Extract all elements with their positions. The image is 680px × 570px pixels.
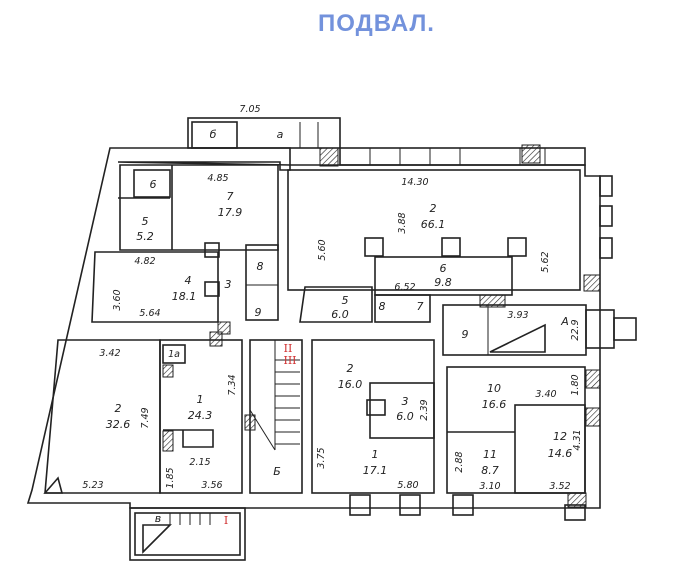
- room-7-mid: 7: [417, 300, 424, 313]
- room-3-bottom-mid-area: 6.0: [396, 410, 414, 423]
- dim-3-56: 3.56: [201, 480, 222, 491]
- room-1-bottom-mid: 1: [372, 448, 379, 461]
- room-2-bottom-mid: 2: [347, 362, 354, 375]
- room-labels: б а 6 7 17.9 5 5.2 4 18.1 3 8 9 2 66.1 6…: [106, 128, 581, 525]
- dim-3-42: 3.42: [99, 348, 120, 359]
- plan-title: ПОДВАЛ.: [318, 10, 435, 37]
- dim-4-31: 4.31: [572, 429, 583, 450]
- room-6-mid-area: 9.8: [434, 276, 452, 289]
- dim-1-80: 1.80: [570, 374, 581, 395]
- room-4: 4: [185, 274, 192, 287]
- dim-3-40: 3.40: [535, 389, 556, 400]
- room-9-left: 9: [255, 306, 262, 319]
- dim-5-64: 5.64: [139, 308, 160, 319]
- dim-1-85: 1.85: [165, 467, 176, 488]
- room-9-stair: 9: [462, 328, 469, 341]
- room-3-bottom-mid: 3: [402, 395, 409, 408]
- room-3-left: 3: [225, 278, 232, 291]
- dim-7-49: 7.49: [140, 407, 151, 428]
- dim-4-82: 4.82: [134, 256, 155, 267]
- room-11-area: 8.7: [481, 464, 499, 477]
- dim-2-15: 2.15: [189, 457, 210, 468]
- room-8-left: 8: [257, 260, 264, 273]
- dim-14-30: 14.30: [401, 177, 428, 188]
- dim-5-60: 5.60: [317, 239, 328, 260]
- room-2-big: 2: [430, 202, 437, 215]
- section-I: I: [224, 514, 228, 527]
- room-12: 12: [553, 430, 567, 443]
- room-8-mid: 8: [379, 300, 386, 313]
- stair-A-area: 22.9: [570, 319, 581, 340]
- room-1-bottom-left-area: 24.3: [188, 409, 213, 422]
- dim-7-34: 7.34: [227, 374, 238, 395]
- room-v-bottom: в: [155, 512, 161, 525]
- dim-2-39: 2.39: [419, 399, 430, 420]
- dim-7-05: 7.05: [239, 104, 260, 115]
- dim-5-62: 5.62: [540, 251, 551, 272]
- dim-2-88: 2.88: [454, 451, 465, 472]
- section-II: II: [284, 342, 293, 355]
- stair-B: Б: [273, 465, 281, 478]
- room-2-bottom-mid-area: 16.0: [338, 378, 363, 391]
- dim-3-75: 3.75: [316, 447, 327, 468]
- dim-5-23: 5.23: [82, 480, 103, 491]
- room-5-mid-area: 6.0: [331, 308, 349, 321]
- dim-5-80: 5.80: [397, 480, 418, 491]
- room-5-left: 5: [142, 215, 149, 228]
- room-5-mid: 5: [342, 294, 349, 307]
- room-1-bottom-mid-area: 17.1: [363, 464, 388, 477]
- room-6-mid: 6: [440, 262, 447, 275]
- room-1-bottom-left: 1: [197, 393, 204, 406]
- dim-3-10: 3.10: [479, 481, 500, 492]
- dim-3-88: 3.88: [397, 212, 408, 233]
- dim-3-52: 3.52: [549, 481, 570, 492]
- room-10-area: 16.6: [482, 398, 507, 411]
- room-5-left-area: 5.2: [136, 230, 154, 243]
- room-7: 7: [227, 190, 234, 203]
- room-2-big-area: 66.1: [421, 218, 446, 231]
- section-markers: I II III: [224, 342, 297, 527]
- room-a-top: а: [277, 128, 284, 141]
- dimension-labels: 7.05 4.85 4.82 3.60 5.64 14.30 3.88 5.60…: [82, 104, 583, 492]
- room-2-bottom-left-area: 32.6: [106, 418, 131, 431]
- dim-6-52: 6.52: [394, 282, 415, 293]
- walls: [26, 117, 637, 561]
- stair-A: А: [560, 315, 569, 328]
- room-6-left: 6: [150, 178, 157, 191]
- dim-3-60: 3.60: [112, 289, 123, 310]
- room-12-area: 14.6: [548, 447, 573, 460]
- room-b-top: б: [210, 128, 217, 141]
- dim-3-93: 3.93: [507, 310, 528, 321]
- room-1a: 1а: [168, 349, 180, 360]
- section-III: III: [283, 354, 296, 367]
- room-11: 11: [483, 448, 497, 461]
- dim-4-85: 4.85: [207, 173, 228, 184]
- room-10: 10: [487, 382, 501, 395]
- room-4-area: 18.1: [172, 290, 197, 303]
- room-7-area: 17.9: [218, 206, 243, 219]
- room-2-bottom-left: 2: [115, 402, 122, 415]
